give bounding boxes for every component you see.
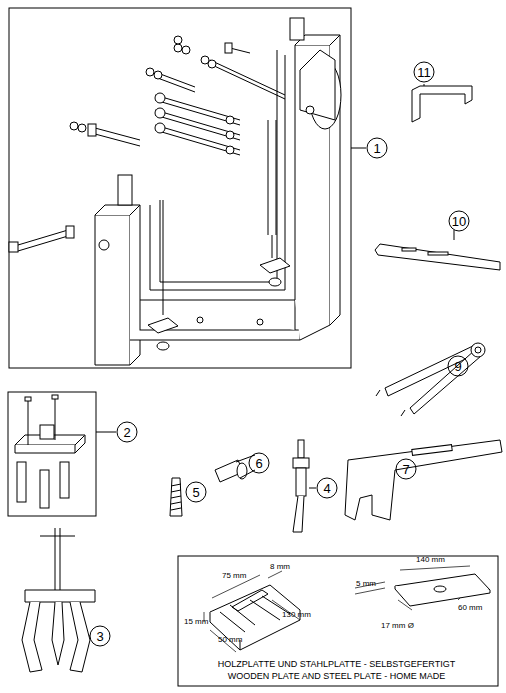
callout-number: 9: [454, 360, 461, 373]
callout-number: 2: [123, 426, 130, 439]
callout-number: 4: [323, 482, 330, 495]
holding-wrench: [345, 440, 502, 520]
callout-number: 5: [192, 486, 199, 499]
dimension-lines: [204, 566, 470, 652]
dimension-label: 140 mm: [416, 556, 445, 564]
callout-circle: [90, 62, 469, 646]
locking-strap: [375, 230, 500, 270]
bracket-tool: [412, 84, 472, 122]
dimension-label: 5 mm: [356, 580, 376, 588]
thread-tap: [170, 478, 182, 516]
dimension-label: 75 mm: [222, 572, 246, 580]
leader-line: [96, 432, 116, 433]
callout-number: 10: [452, 215, 466, 228]
dimension-label: 17 mm Ø: [381, 622, 414, 630]
engine-stand: [95, 18, 341, 365]
steel-plate: [395, 574, 490, 606]
callout-number: 1: [373, 142, 380, 155]
three-jaw-puller: [22, 528, 95, 672]
callout-number: 7: [402, 463, 409, 476]
puller-plate: [15, 395, 85, 508]
callout-number: 3: [96, 630, 103, 643]
group-frame: [8, 392, 96, 516]
dimension-label: 15 mm: [184, 618, 208, 626]
leader-line: [309, 488, 316, 489]
callout-number: 6: [255, 457, 262, 470]
group-frame: [9, 8, 351, 368]
dimension-label: 60 mm: [458, 604, 482, 612]
plates-box: 75 mm 8 mm 15 mm 130 mm 50 mm 5 mm 140 mm 17 mm…: [178, 556, 498, 686]
leader-line: [351, 148, 366, 149]
dimension-label: 50 mm: [218, 636, 242, 644]
dimension-label: 8 mm: [270, 563, 290, 571]
callout-number: 11: [417, 66, 431, 79]
plug-screw: [215, 455, 255, 482]
slide-hammer: [293, 440, 309, 532]
pin-wrench: [376, 343, 485, 416]
bolts: [9, 36, 285, 252]
dimension-label: 130 mm: [282, 611, 311, 619]
caption-text: WOODEN PLATE AND STEEL PLATE - HOME MADE: [175, 672, 498, 681]
caption-text: HOLZPLATTE UND STAHLPLATTE - SELBSTGEFER…: [175, 660, 498, 669]
